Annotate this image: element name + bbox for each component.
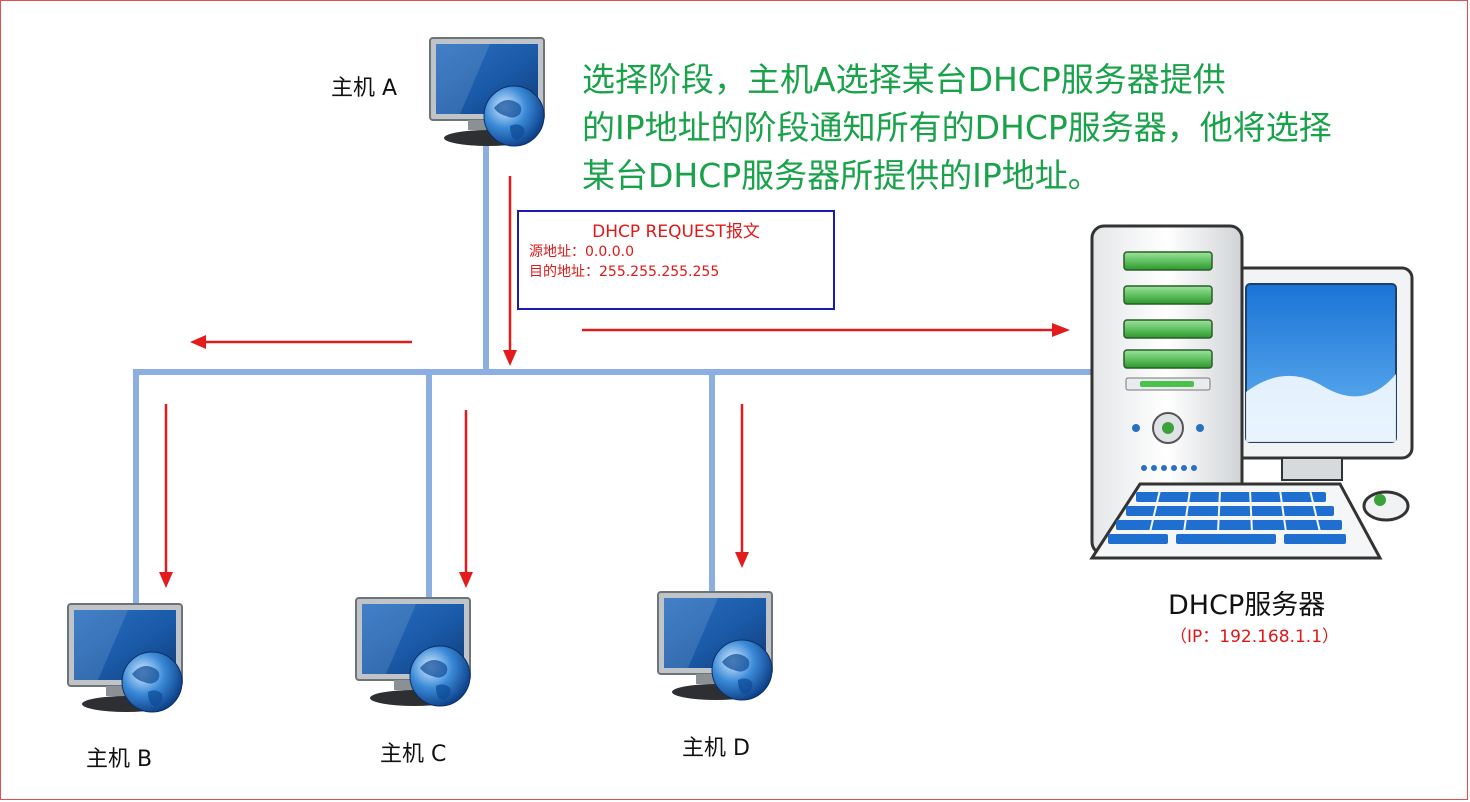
dhcp-server-ip: （IP：192.168.1.1） [1170,627,1340,647]
dhcp-server-label: DHCP服务器 [1168,590,1326,621]
stage-description: 选择阶段，主机A选择某台DHCP服务器提供 的IP地址的阶段通知所有的DHCP服… [582,56,1442,200]
arrow-right-to-server [582,323,1070,337]
host-a-label: 主机 A [331,76,398,101]
host-d-label: 主机 D [682,736,750,761]
host-d-computer-icon [657,591,773,701]
dhcp-request-packet-box: DHCP REQUEST报文 源地址：0.0.0.0 目的地址：255.255.… [517,210,835,310]
host-a-computer-icon [429,37,545,147]
host-b-label: 主机 B [86,747,153,772]
arrow-left [190,335,412,349]
host-b-computer-icon [67,603,183,713]
description-line-2: 的IP地址的阶段通知所有的DHCP服务器，他将选择 [582,108,1332,147]
host-c-label: 主机 C [380,742,447,767]
host-c-computer-icon [355,597,471,707]
dhcp-server-icon [1089,224,1414,560]
packet-source-address: 源地址：0.0.0.0 [529,244,634,260]
description-line-3: 某台DHCP服务器所提供的IP地址。 [582,156,1101,195]
description-line-1: 选择阶段，主机A选择某台DHCP服务器提供 [582,60,1226,99]
arrow-a-down [503,176,517,366]
packet-destination-address: 目的地址：255.255.255.255 [529,264,720,280]
arrow-to-host-c [459,410,473,588]
arrow-to-host-b [159,404,173,588]
packet-title: DHCP REQUEST报文 [592,222,760,242]
arrow-to-host-d [735,404,749,568]
